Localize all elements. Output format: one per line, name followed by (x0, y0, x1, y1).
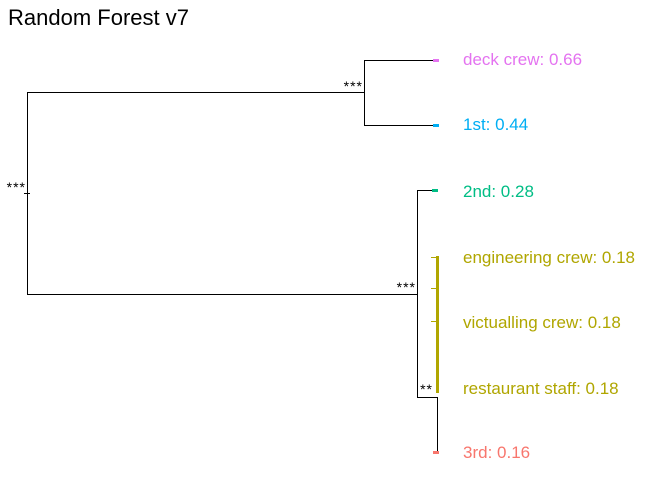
leaf-label-restaurant-staff: restaurant staff: 0.18 (463, 379, 619, 398)
leaf-label-3rd: 3rd: 0.16 (463, 443, 531, 462)
node-significance-top-cluster: *** (343, 78, 363, 94)
leaf-label-2nd: 2nd: 0.28 (463, 182, 534, 201)
leaf-label-deck-crew: deck crew: 0.66 (463, 50, 583, 69)
leaf-label-1st: 1st: 0.44 (463, 115, 529, 134)
node-significance-olive-3rd-cluster: ** (420, 381, 433, 397)
chart-title: Random Forest v7 (8, 5, 189, 30)
leaf-label-engineering-crew: engineering crew: 0.18 (463, 248, 636, 267)
node-significance-root: *** (6, 179, 26, 195)
node-significance-bottom-cluster: *** (396, 279, 416, 295)
leaf-label-victualling-crew: victualling crew: 0.18 (463, 313, 621, 332)
